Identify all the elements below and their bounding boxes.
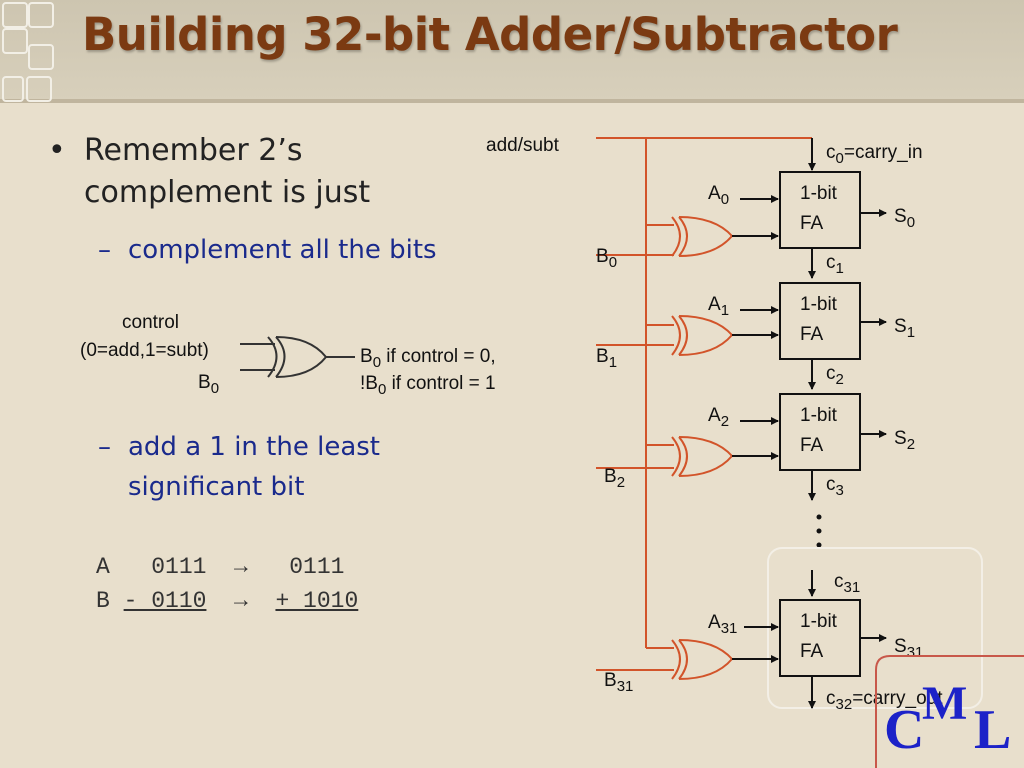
fa-label-2a: 1-bit bbox=[800, 405, 838, 426]
example-arrow: → bbox=[206, 588, 276, 614]
label-c3: c3 bbox=[826, 474, 844, 499]
label-s31: S31 bbox=[894, 636, 923, 661]
xor-legend-gate bbox=[240, 336, 355, 378]
decorative-square bbox=[2, 28, 28, 54]
decorative-square bbox=[28, 44, 54, 70]
xor-gate-2 bbox=[671, 436, 734, 477]
xor-gate-31 bbox=[671, 639, 734, 680]
label-a31: A31 bbox=[708, 612, 737, 637]
ellipsis-dots bbox=[816, 514, 822, 548]
fa-label-1a: 1-bit bbox=[800, 294, 838, 315]
sub-bullet-text: add a 1 in the least significant bit bbox=[128, 432, 381, 502]
label-c1: c1 bbox=[826, 252, 844, 277]
decorative-square bbox=[2, 76, 24, 102]
example-b-complement: + 1010 bbox=[275, 588, 359, 614]
title-bar bbox=[0, 0, 1024, 102]
logo-letter-m: M bbox=[922, 677, 968, 730]
legend-output-line1: B0 if control = 0, bbox=[360, 346, 496, 371]
legend-output-line2: !B0 if control = 1 bbox=[360, 373, 496, 398]
decorative-square bbox=[2, 2, 28, 28]
logo-frame bbox=[875, 655, 1024, 768]
fa-label-2b: FA bbox=[800, 435, 824, 456]
full-adder-0 bbox=[779, 171, 861, 249]
xor-gate-0 bbox=[671, 216, 734, 257]
decorative-square bbox=[26, 76, 52, 102]
label-b0: B0 bbox=[596, 246, 617, 271]
title-divider bbox=[0, 99, 1024, 103]
example-row-b: B - 0110 → + 1010 bbox=[96, 588, 358, 614]
xor-gate-1 bbox=[671, 315, 734, 356]
label-c31: c31 bbox=[834, 571, 860, 596]
label-b2: B2 bbox=[604, 466, 625, 491]
example-row-a: A 0111 → 0111 bbox=[96, 554, 345, 580]
carry-out-label: c32=carry_out bbox=[826, 688, 943, 713]
sub-bullet-marker: – bbox=[98, 235, 111, 265]
fa-label-0b: FA bbox=[800, 213, 824, 234]
bullet-marker: • bbox=[48, 133, 66, 168]
example-b-prefix: B bbox=[96, 588, 124, 614]
carry-in-label: c0=carry_in bbox=[826, 142, 923, 167]
logo-letter-l: L bbox=[974, 699, 1012, 761]
label-b1: B1 bbox=[596, 346, 617, 371]
bullet-text: Remember 2’s complement is just bbox=[84, 133, 371, 210]
fa-label-0a: 1-bit bbox=[800, 183, 838, 204]
decorative-square bbox=[28, 2, 54, 28]
label-s1: S1 bbox=[894, 316, 915, 341]
fa-label-1b: FA bbox=[800, 324, 824, 345]
fa-label-31a: 1-bit bbox=[800, 611, 838, 632]
label-a1: A1 bbox=[708, 294, 729, 319]
legend-b-input: B0 bbox=[198, 372, 219, 397]
label-s2: S2 bbox=[894, 428, 915, 453]
label-a0: A0 bbox=[708, 183, 729, 208]
label-s0: S0 bbox=[894, 206, 915, 231]
full-adder-2 bbox=[779, 393, 861, 471]
legend-control-label: control bbox=[122, 312, 179, 333]
label-c2: c2 bbox=[826, 363, 844, 388]
slide-title: Building 32-bit Adder/Subtractor bbox=[82, 8, 898, 61]
sub-bullet-text: complement all the bits bbox=[128, 235, 437, 265]
legend-control-note: (0=add,1=subt) bbox=[80, 340, 209, 361]
label-a2: A2 bbox=[708, 405, 729, 430]
add-subt-label: add/subt bbox=[486, 135, 560, 156]
example-b-value: - 0110 bbox=[123, 588, 207, 614]
control-wiring bbox=[596, 137, 812, 671]
sub-bullet-marker: – bbox=[98, 432, 111, 462]
logo-letter-c: C bbox=[884, 699, 925, 761]
fa-label-31b: FA bbox=[800, 641, 824, 662]
label-b31: B31 bbox=[604, 670, 633, 695]
